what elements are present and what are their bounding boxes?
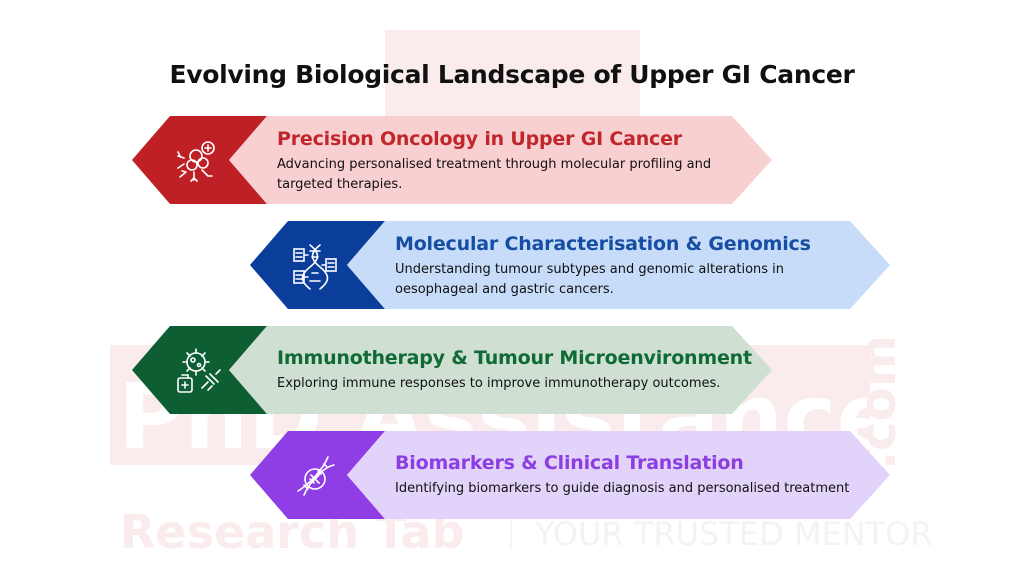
step-shape — [132, 116, 772, 204]
step-immunotherapy: Immunotherapy & Tumour Microenvironment … — [132, 326, 812, 414]
step-molecular-characterisation: Molecular Characterisation & Genomics Un… — [250, 221, 930, 309]
dna-analysis-icon — [293, 244, 337, 290]
step-heading: Molecular Characterisation & Genomics — [395, 233, 811, 255]
step-heading: Precision Oncology in Upper GI Cancer — [277, 128, 682, 150]
watermark-sub-right: YOUR TRUSTED MENTOR — [534, 515, 933, 553]
content-panel — [347, 431, 890, 519]
step-description: Exploring immune responses to improve im… — [277, 376, 721, 391]
content-panel — [229, 326, 772, 414]
step-description: Understanding tumour subtypes and genomi… — [395, 262, 785, 297]
diagram-title: Evolving Biological Landscape of Upper G… — [169, 60, 855, 89]
step-biomarkers: Biomarkers & Clinical Translation Identi… — [250, 431, 930, 519]
immunotherapy-icon — [177, 348, 221, 393]
step-shape — [132, 326, 772, 414]
content-panel — [229, 116, 772, 204]
step-heading: Biomarkers & Clinical Translation — [395, 452, 744, 474]
step-precision-oncology: Precision Oncology in Upper GI Cancer Ad… — [132, 116, 812, 204]
step-heading: Immunotherapy & Tumour Microenvironment — [277, 347, 752, 369]
step-description: Advancing personalised treatment through… — [277, 157, 712, 192]
content-panel — [347, 221, 890, 309]
step-description: Identifying biomarkers to guide diagnosi… — [395, 481, 850, 496]
step-shape — [250, 431, 890, 519]
cell-cluster-icon — [177, 141, 215, 182]
biomarker-dna-icon — [297, 456, 335, 496]
